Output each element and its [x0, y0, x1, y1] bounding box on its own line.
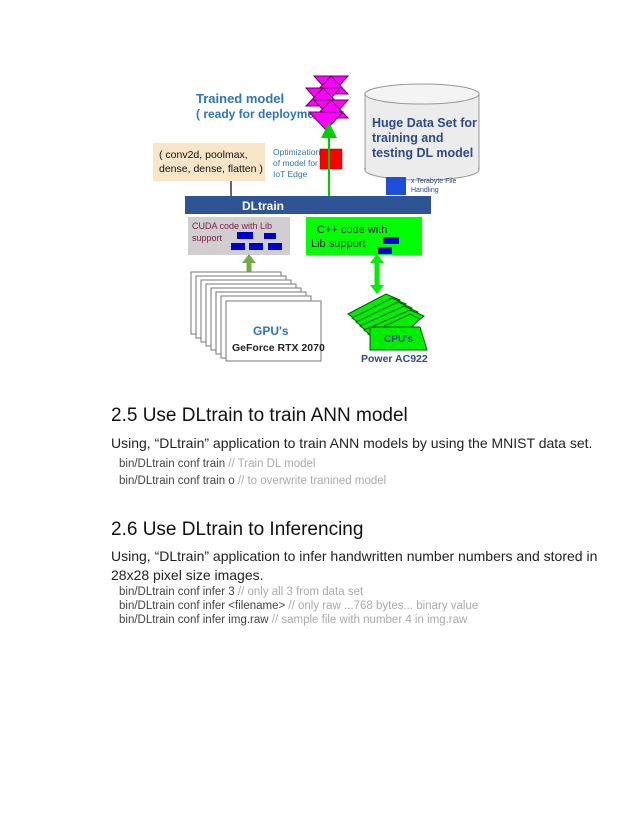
- optimization-line-2: of model for: [273, 158, 318, 168]
- optimizer-red-box: [320, 149, 342, 169]
- command-comment: // sample file with number 4 in img.raw: [272, 614, 468, 626]
- cuda-line-1: CUDA code with Lib: [192, 221, 272, 231]
- layers-line-2: dense, dense, flatten ): [159, 163, 263, 175]
- magenta-model-icon: [306, 76, 348, 130]
- dltrain-bar-label: DLtrain: [242, 199, 284, 213]
- section-paragraph-infer-line-2: 28x28 pixel size images.: [111, 565, 264, 585]
- command-text: bin/DLtrain conf infer 3: [119, 586, 238, 598]
- cpp-line-1: C++ code with: [317, 224, 387, 236]
- dataset-line-1: Huge Data Set for: [372, 116, 477, 130]
- cpu-label: CPU's: [384, 334, 413, 345]
- command-line: bin/DLtrain conf train o // to overwrite…: [119, 473, 386, 489]
- command-line: bin/DLtrain conf train // Train DL model: [119, 456, 315, 472]
- command-text: bin/DLtrain conf infer <filename>: [119, 600, 288, 612]
- command-comment: // only raw ...768 bytes... binary value: [288, 600, 478, 612]
- command-comment: // only all 3 from data set: [238, 586, 363, 598]
- file-handler-block: [386, 177, 406, 195]
- terabyte-line-1: x Terabyte File: [411, 178, 456, 185]
- command-line: bin/DLtrain conf infer img.raw // sample…: [119, 612, 467, 628]
- command-comment: // Train DL model: [228, 458, 315, 470]
- command-text: bin/DLtrain conf train o: [119, 475, 238, 487]
- section-heading-train: 2.5 Use DLtrain to train ANN model: [111, 405, 408, 427]
- dataset-line-2: training and: [372, 131, 444, 145]
- command-text: bin/DLtrain conf train: [119, 458, 228, 470]
- dataset-line-3: testing DL model: [372, 146, 473, 160]
- cpp-line-2: Lib support: [311, 238, 365, 250]
- dltrain-bar: [185, 196, 431, 214]
- cuda-line-2: support: [192, 233, 223, 243]
- cpu-link-arrow: [370, 254, 384, 294]
- trained-model-subtitle: ( ready for deployment): [196, 107, 329, 121]
- architecture-diagram: Trained model ( ready for deployment) ( …: [0, 0, 638, 395]
- layers-line-1: ( conv2d, poolmax,: [159, 149, 248, 161]
- section-heading-infer: 2.6 Use DLtrain to Inferencing: [111, 519, 363, 541]
- optimization-line-1: Optimization: [273, 147, 321, 157]
- gpu-label: GPU's: [253, 324, 289, 338]
- gpu-model: GeForce RTX 2070: [232, 342, 325, 354]
- section-paragraph-train: Using, “DLtrain” application to train AN…: [111, 433, 592, 453]
- command-comment: // to overwrite tranined model: [238, 475, 386, 487]
- trained-model-title: Trained model: [196, 91, 284, 106]
- command-text: bin/DLtrain conf infer img.raw: [119, 614, 272, 626]
- cpu-model: Power AC922: [361, 353, 428, 365]
- terabyte-line-2: Handling: [411, 187, 439, 194]
- optimization-line-3: IoT Edge: [273, 169, 308, 179]
- section-paragraph-infer-line-1: Using, “DLtrain” application to infer ha…: [111, 546, 597, 566]
